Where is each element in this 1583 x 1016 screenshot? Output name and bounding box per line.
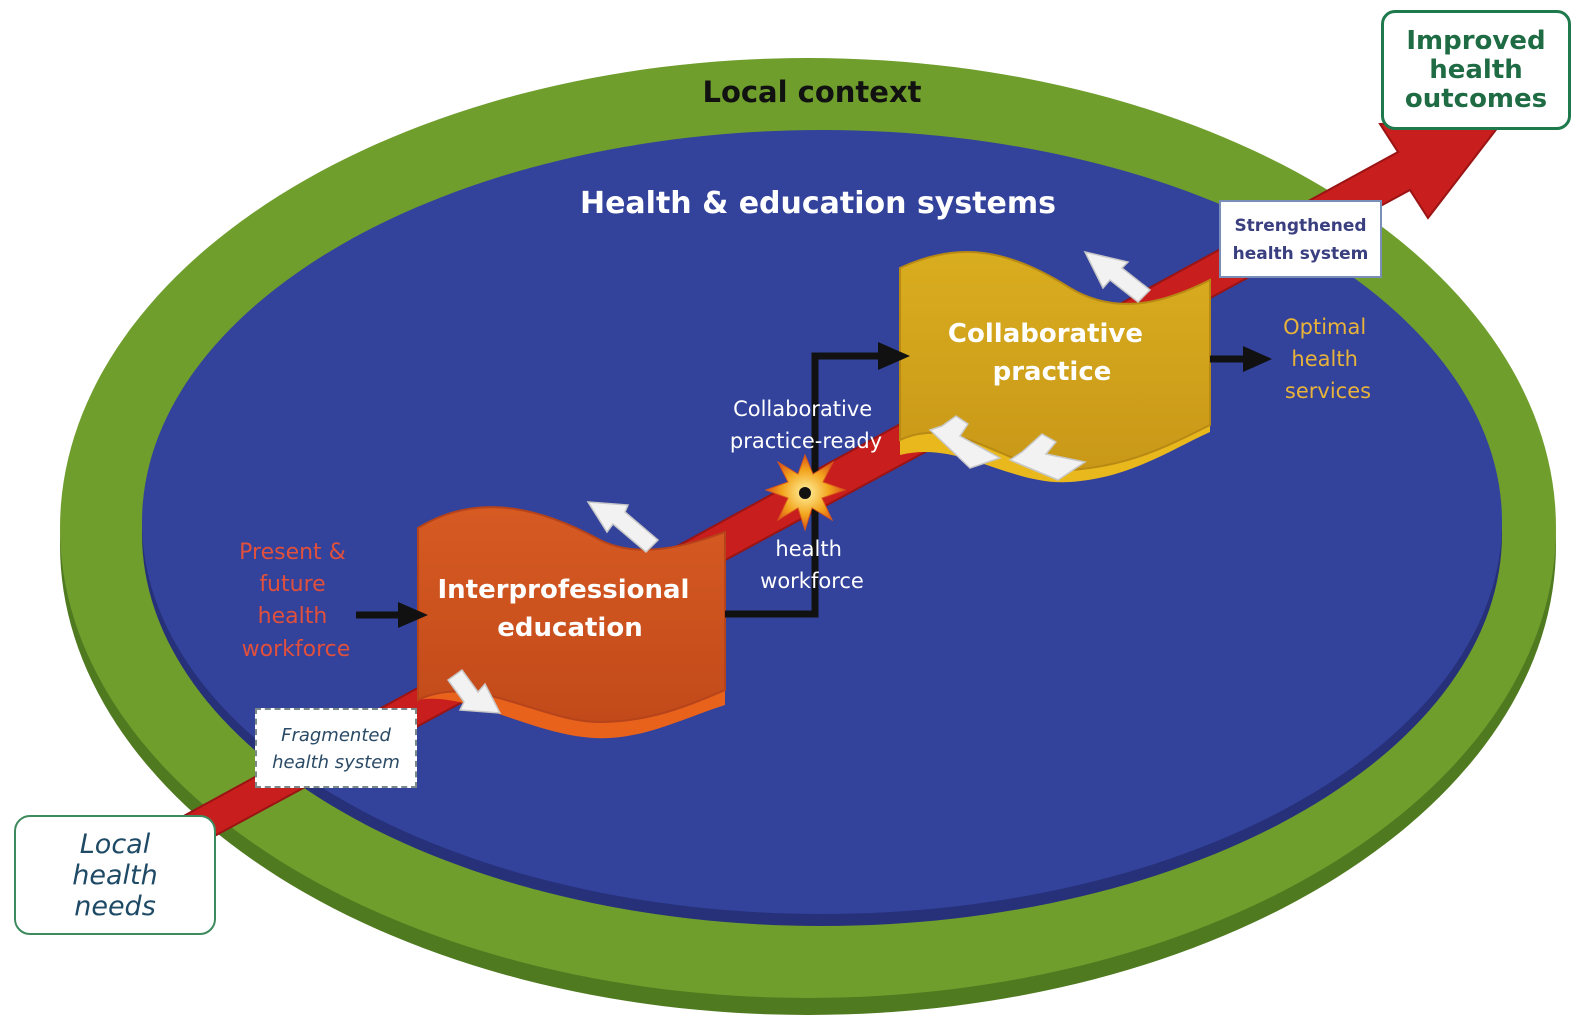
strengthened-line: Strengthened (1234, 216, 1367, 236)
ipe-label-line: education (497, 613, 642, 643)
ipe-to-cp-arrowhead (878, 342, 910, 370)
health-workforce-line: workforce (760, 569, 864, 593)
fragmented-line: Fragmented (281, 725, 391, 746)
strengthened-system-box: Strengthened health system (1219, 200, 1382, 278)
optimal-line: Optimal (1283, 315, 1366, 339)
fragmented-system-box: Fragmented health system (255, 708, 417, 788)
health-workforce-line: health (775, 537, 841, 561)
present-future-line: future (259, 572, 325, 597)
local-needs-line: health (72, 860, 158, 891)
burst-center-icon (799, 487, 811, 499)
cp-ready-line: practice-ready (730, 429, 882, 453)
connector-arrowheads (398, 342, 1272, 628)
local-needs-line: needs (74, 891, 156, 922)
present-workforce-arrowhead (398, 602, 428, 628)
ipe-banner (417, 506, 726, 724)
systems-label: Health & education systems (580, 186, 1056, 221)
cp-ready-label: Collaborative practice-ready (730, 397, 882, 453)
ipe-label: Interprofessional education (437, 575, 698, 643)
influence-arrow-icon (1008, 433, 1087, 481)
outcomes-line: Improved (1406, 26, 1546, 56)
improved-outcomes-box: Improved health outcomes (1381, 10, 1571, 130)
cp-ready-line: Collaborative (733, 397, 872, 421)
present-future-line: Present & (239, 540, 346, 565)
outcomes-line: outcomes (1404, 84, 1548, 114)
influence-arrow-icon (1083, 250, 1152, 304)
outcomes-line: health (1429, 55, 1523, 85)
fragmented-line: health system (272, 752, 400, 773)
local-needs-line: Local (79, 829, 151, 860)
cp-label-line: Collaborative (948, 319, 1143, 349)
present-future-label: Present & future health workforce (239, 540, 353, 662)
health-workforce-label: health workforce (760, 537, 864, 593)
optimal-line: health (1291, 347, 1357, 371)
cp-banner (899, 251, 1211, 472)
optimal-line: services (1285, 379, 1371, 403)
present-future-line: health (258, 604, 328, 629)
local-context-label: Local context (702, 75, 921, 109)
present-future-line: workforce (242, 637, 351, 662)
cp-label-line: practice (993, 357, 1112, 387)
ipe-label-line: Interprofessional (437, 575, 689, 605)
strengthened-line: health system (1232, 244, 1369, 264)
local-health-needs-box: Local health needs (14, 815, 216, 935)
influence-arrow-icon (446, 668, 502, 714)
cp-to-optimal-arrowhead (1243, 346, 1272, 372)
cp-label: Collaborative practice (948, 319, 1152, 387)
optimal-services-label: Optimal health services (1283, 315, 1373, 403)
influence-arrows (446, 250, 1152, 714)
influence-arrow-icon (586, 501, 660, 554)
influence-arrow-icon (928, 415, 1002, 469)
